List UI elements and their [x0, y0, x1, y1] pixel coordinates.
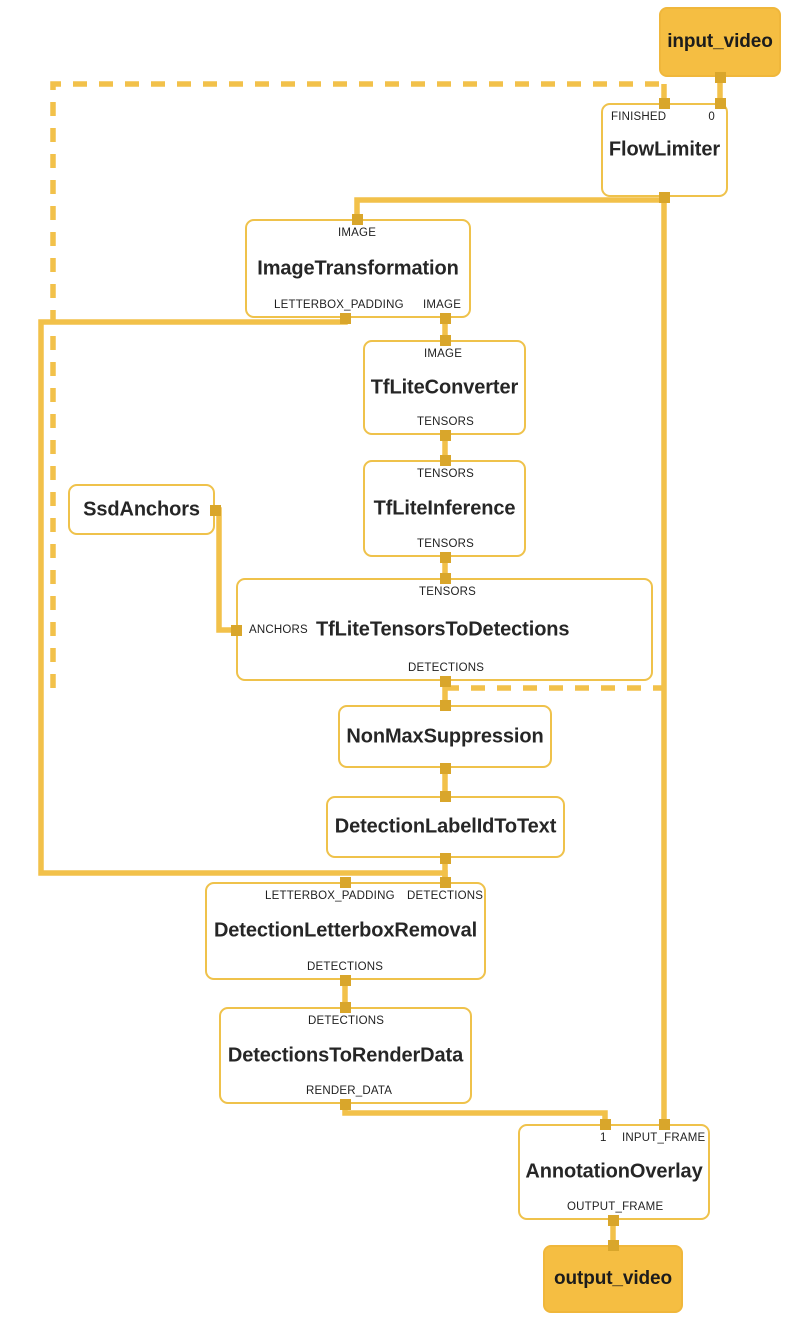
port-label-tensors-in: TENSORS — [419, 586, 476, 598]
port-imagetransformation-in-image[interactable] — [351, 213, 363, 225]
node-detections-to-render-data[interactable]: DETECTIONS DetectionsToRenderData RENDER… — [219, 1007, 472, 1104]
port-tfliteinference-in-tensors[interactable] — [439, 454, 451, 466]
port-flowlimiter-in-0[interactable] — [714, 97, 726, 109]
node-non-max-suppression-label: NonMaxSuppression — [346, 725, 544, 747]
node-tflite-inference[interactable]: TENSORS TfLiteInference TENSORS — [363, 460, 526, 557]
port-label-letterbox-padding-in: LETTERBOX_PADDING — [265, 890, 395, 902]
node-tflite-inference-label: TfLiteInference — [373, 497, 516, 519]
port-tfliteconverter-in-image[interactable] — [439, 334, 451, 346]
port-tensorstodetections-in-tensors[interactable] — [439, 572, 451, 584]
node-image-transformation[interactable]: IMAGE ImageTransformation LETTERBOX_PADD… — [245, 219, 471, 318]
node-tflite-tensors-to-detections[interactable]: TENSORS ANCHORS TfLiteTensorsToDetection… — [236, 578, 653, 681]
port-annotationoverlay-out-outputframe[interactable] — [607, 1214, 619, 1226]
port-label-tensors-out: TENSORS — [417, 538, 474, 550]
port-label-render-data-out: RENDER_DATA — [306, 1085, 393, 1097]
port-label-input-frame: INPUT_FRAME — [622, 1132, 706, 1144]
node-detection-letterbox-removal-label: DetectionLetterboxRemoval — [213, 919, 478, 942]
port-label-detections-out: DETECTIONS — [307, 961, 384, 973]
port-tfliteinference-out-tensors[interactable] — [439, 551, 451, 563]
port-letterboxremoval-in-lbp[interactable] — [339, 876, 351, 888]
port-imagetransformation-out-image[interactable] — [439, 312, 451, 324]
port-label-image-in: IMAGE — [338, 227, 377, 239]
port-output-video-in[interactable] — [607, 1239, 619, 1251]
port-imagetransformation-out-letterbox-padding[interactable] — [339, 312, 351, 324]
edge-flowlimiter-to-imagetransformation — [354, 197, 667, 219]
port-torenderdata-in-detections[interactable] — [339, 1001, 351, 1013]
port-tensorstodetections-out-detections[interactable] — [439, 675, 451, 687]
node-non-max-suppression[interactable]: NonMaxSuppression — [338, 705, 552, 768]
edge-ssdanchors-to-anchors — [215, 507, 236, 633]
node-output-video-label: output_video — [553, 1268, 673, 1289]
node-tflite-converter-label: TfLiteConverter — [370, 376, 519, 398]
port-label-detections-out: DETECTIONS — [408, 662, 485, 674]
port-input-video-out[interactable] — [714, 71, 726, 83]
port-tfliteconverter-out-tensors[interactable] — [439, 429, 451, 441]
port-torenderdata-out-renderdata[interactable] — [339, 1098, 351, 1110]
port-label-tensors-in: TENSORS — [417, 468, 474, 480]
node-detection-label-id-to-text-label: DetectionLabelIdToText — [334, 815, 557, 838]
port-ssdanchors-out[interactable] — [209, 504, 221, 516]
port-annotationoverlay-in-1[interactable] — [599, 1118, 611, 1130]
node-flowlimiter[interactable]: FINISHED 0 FlowLimiter — [601, 103, 728, 197]
node-input-video-label: input_video — [667, 31, 773, 52]
node-output-video[interactable]: output_video — [543, 1245, 683, 1313]
node-tflite-tensors-to-detections-label: TfLiteTensorsToDetections — [316, 618, 570, 640]
port-labelidtotext-in[interactable] — [439, 790, 451, 802]
node-ssd-anchors-label: SsdAnchors — [83, 498, 200, 520]
node-detections-to-render-data-label: DetectionsToRenderData — [227, 1044, 464, 1066]
port-label-image-out: IMAGE — [423, 299, 462, 311]
node-annotation-overlay[interactable]: 1 INPUT_FRAME AnnotationOverlay OUTPUT_F… — [518, 1124, 710, 1220]
port-label-output-frame: OUTPUT_FRAME — [567, 1201, 664, 1213]
port-label-anchors-in: ANCHORS — [249, 623, 308, 636]
port-label-detections-in: DETECTIONS — [308, 1015, 385, 1027]
port-flowlimiter-out[interactable] — [658, 191, 670, 203]
port-tensorstodetections-in-anchors[interactable] — [230, 624, 242, 636]
port-label-image-in: IMAGE — [424, 348, 463, 360]
port-letterboxremoval-in-detections[interactable] — [439, 876, 451, 888]
port-flowlimiter-in-finished[interactable] — [658, 97, 670, 109]
port-label-one: 1 — [600, 1132, 607, 1144]
port-nonmaxsuppression-in[interactable] — [439, 699, 451, 711]
node-tflite-converter[interactable]: IMAGE TfLiteConverter TENSORS — [363, 340, 526, 435]
node-detection-label-id-to-text[interactable]: DetectionLabelIdToText — [326, 796, 565, 858]
port-label-finished: FINISHED — [611, 111, 667, 123]
node-annotation-overlay-label: AnnotationOverlay — [525, 1160, 703, 1183]
node-detection-letterbox-removal[interactable]: LETTERBOX_PADDING DETECTIONS DetectionLe… — [205, 882, 486, 980]
port-label-detections-in: DETECTIONS — [407, 890, 484, 902]
port-label-tensors-out: TENSORS — [417, 416, 474, 428]
node-image-transformation-label: ImageTransformation — [257, 257, 459, 279]
port-label-letterbox-padding-out: LETTERBOX_PADDING — [274, 299, 404, 311]
port-nonmaxsuppression-out[interactable] — [439, 762, 451, 774]
port-label-zero: 0 — [708, 111, 715, 123]
edge-renderdata-to-annotationoverlay — [342, 1104, 608, 1124]
port-labelidtotext-out[interactable] — [439, 852, 451, 864]
node-flowlimiter-label: FlowLimiter — [608, 138, 721, 161]
node-ssd-anchors[interactable]: SsdAnchors — [68, 484, 215, 535]
node-input-video[interactable]: input_video — [659, 7, 781, 77]
port-annotationoverlay-in-inputframe[interactable] — [658, 1118, 670, 1130]
port-letterboxremoval-out-detections[interactable] — [339, 974, 351, 986]
